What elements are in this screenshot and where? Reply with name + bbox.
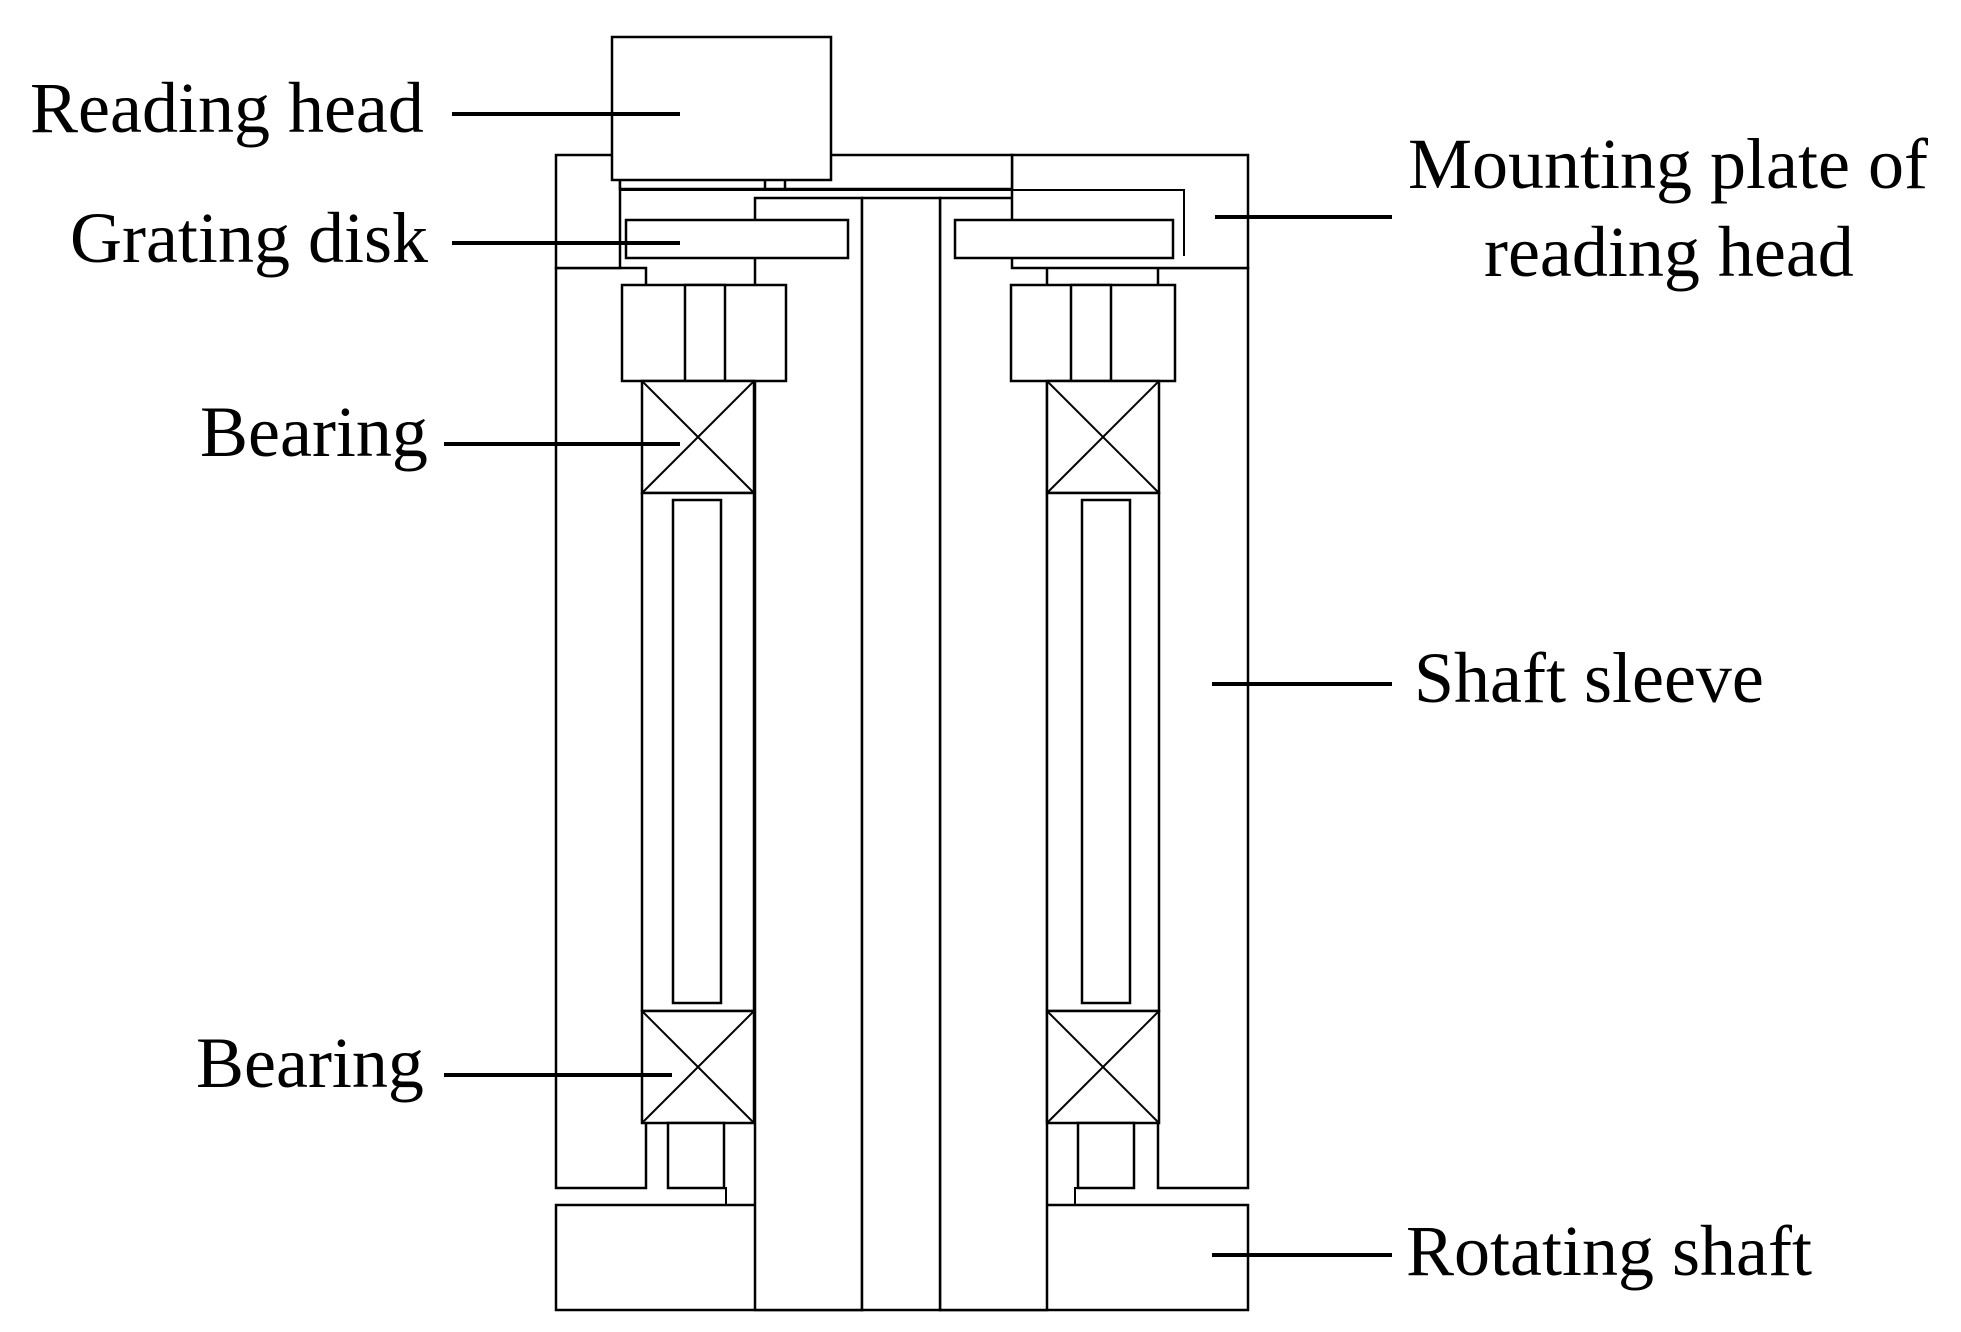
bearing-top-right-x2 (1046, 380, 1160, 494)
label-bearing-top: Bearing (200, 392, 428, 472)
spacer-right-gap (1069, 283, 1113, 383)
label-bearing-bottom: Bearing (196, 1023, 424, 1103)
label-rotating-shaft: Rotating shaft (1406, 1211, 1812, 1291)
leader-lines (444, 112, 1392, 1257)
shaft-center-bore (860, 196, 942, 1312)
grating-disk-left (624, 218, 850, 260)
lock-nut-right (1076, 1121, 1136, 1190)
grating-disk-right (953, 218, 1175, 260)
label-mounting-plate-line1: Mounting plate of (1408, 124, 1928, 204)
mounting-plate-left (554, 153, 622, 270)
grating-disk (619, 189, 1185, 268)
bearing-top-left-x2 (641, 380, 755, 494)
bearing-bottom-right-x2 (1046, 1010, 1160, 1124)
lock-nuts (666, 1121, 1136, 1190)
label-mounting-plate-line2: reading head (1484, 212, 1854, 292)
rotating-shaft (753, 196, 1049, 1312)
lock-nut-left (666, 1121, 726, 1190)
bearing-top (640, 379, 1161, 495)
grating-disk-outline (619, 189, 1185, 268)
bearing-bottom-left-x2 (641, 1010, 755, 1124)
sleeve-right-inner (1080, 498, 1132, 1005)
shaft-sleeve-left (554, 266, 648, 1190)
spacer-sleeves (640, 491, 1161, 1013)
label-reading-head: Reading head (30, 68, 424, 148)
sleeve-left-inner (671, 498, 723, 1005)
spacer-rings (620, 283, 1177, 383)
labels: Reading head Grating disk Bearing Bearin… (30, 68, 1928, 1291)
shaft-sleeve-right (1156, 266, 1250, 1190)
reading-head-block (610, 35, 833, 182)
spacer-left-gap (683, 283, 727, 383)
shaft-sleeve (554, 266, 1250, 1190)
label-grating-disk: Grating disk (70, 198, 428, 278)
label-shaft-sleeve: Shaft sleeve (1414, 638, 1764, 718)
shaft-body-right (938, 196, 1049, 1312)
bearing-bottom (640, 1009, 1161, 1125)
reading-head (610, 35, 833, 182)
